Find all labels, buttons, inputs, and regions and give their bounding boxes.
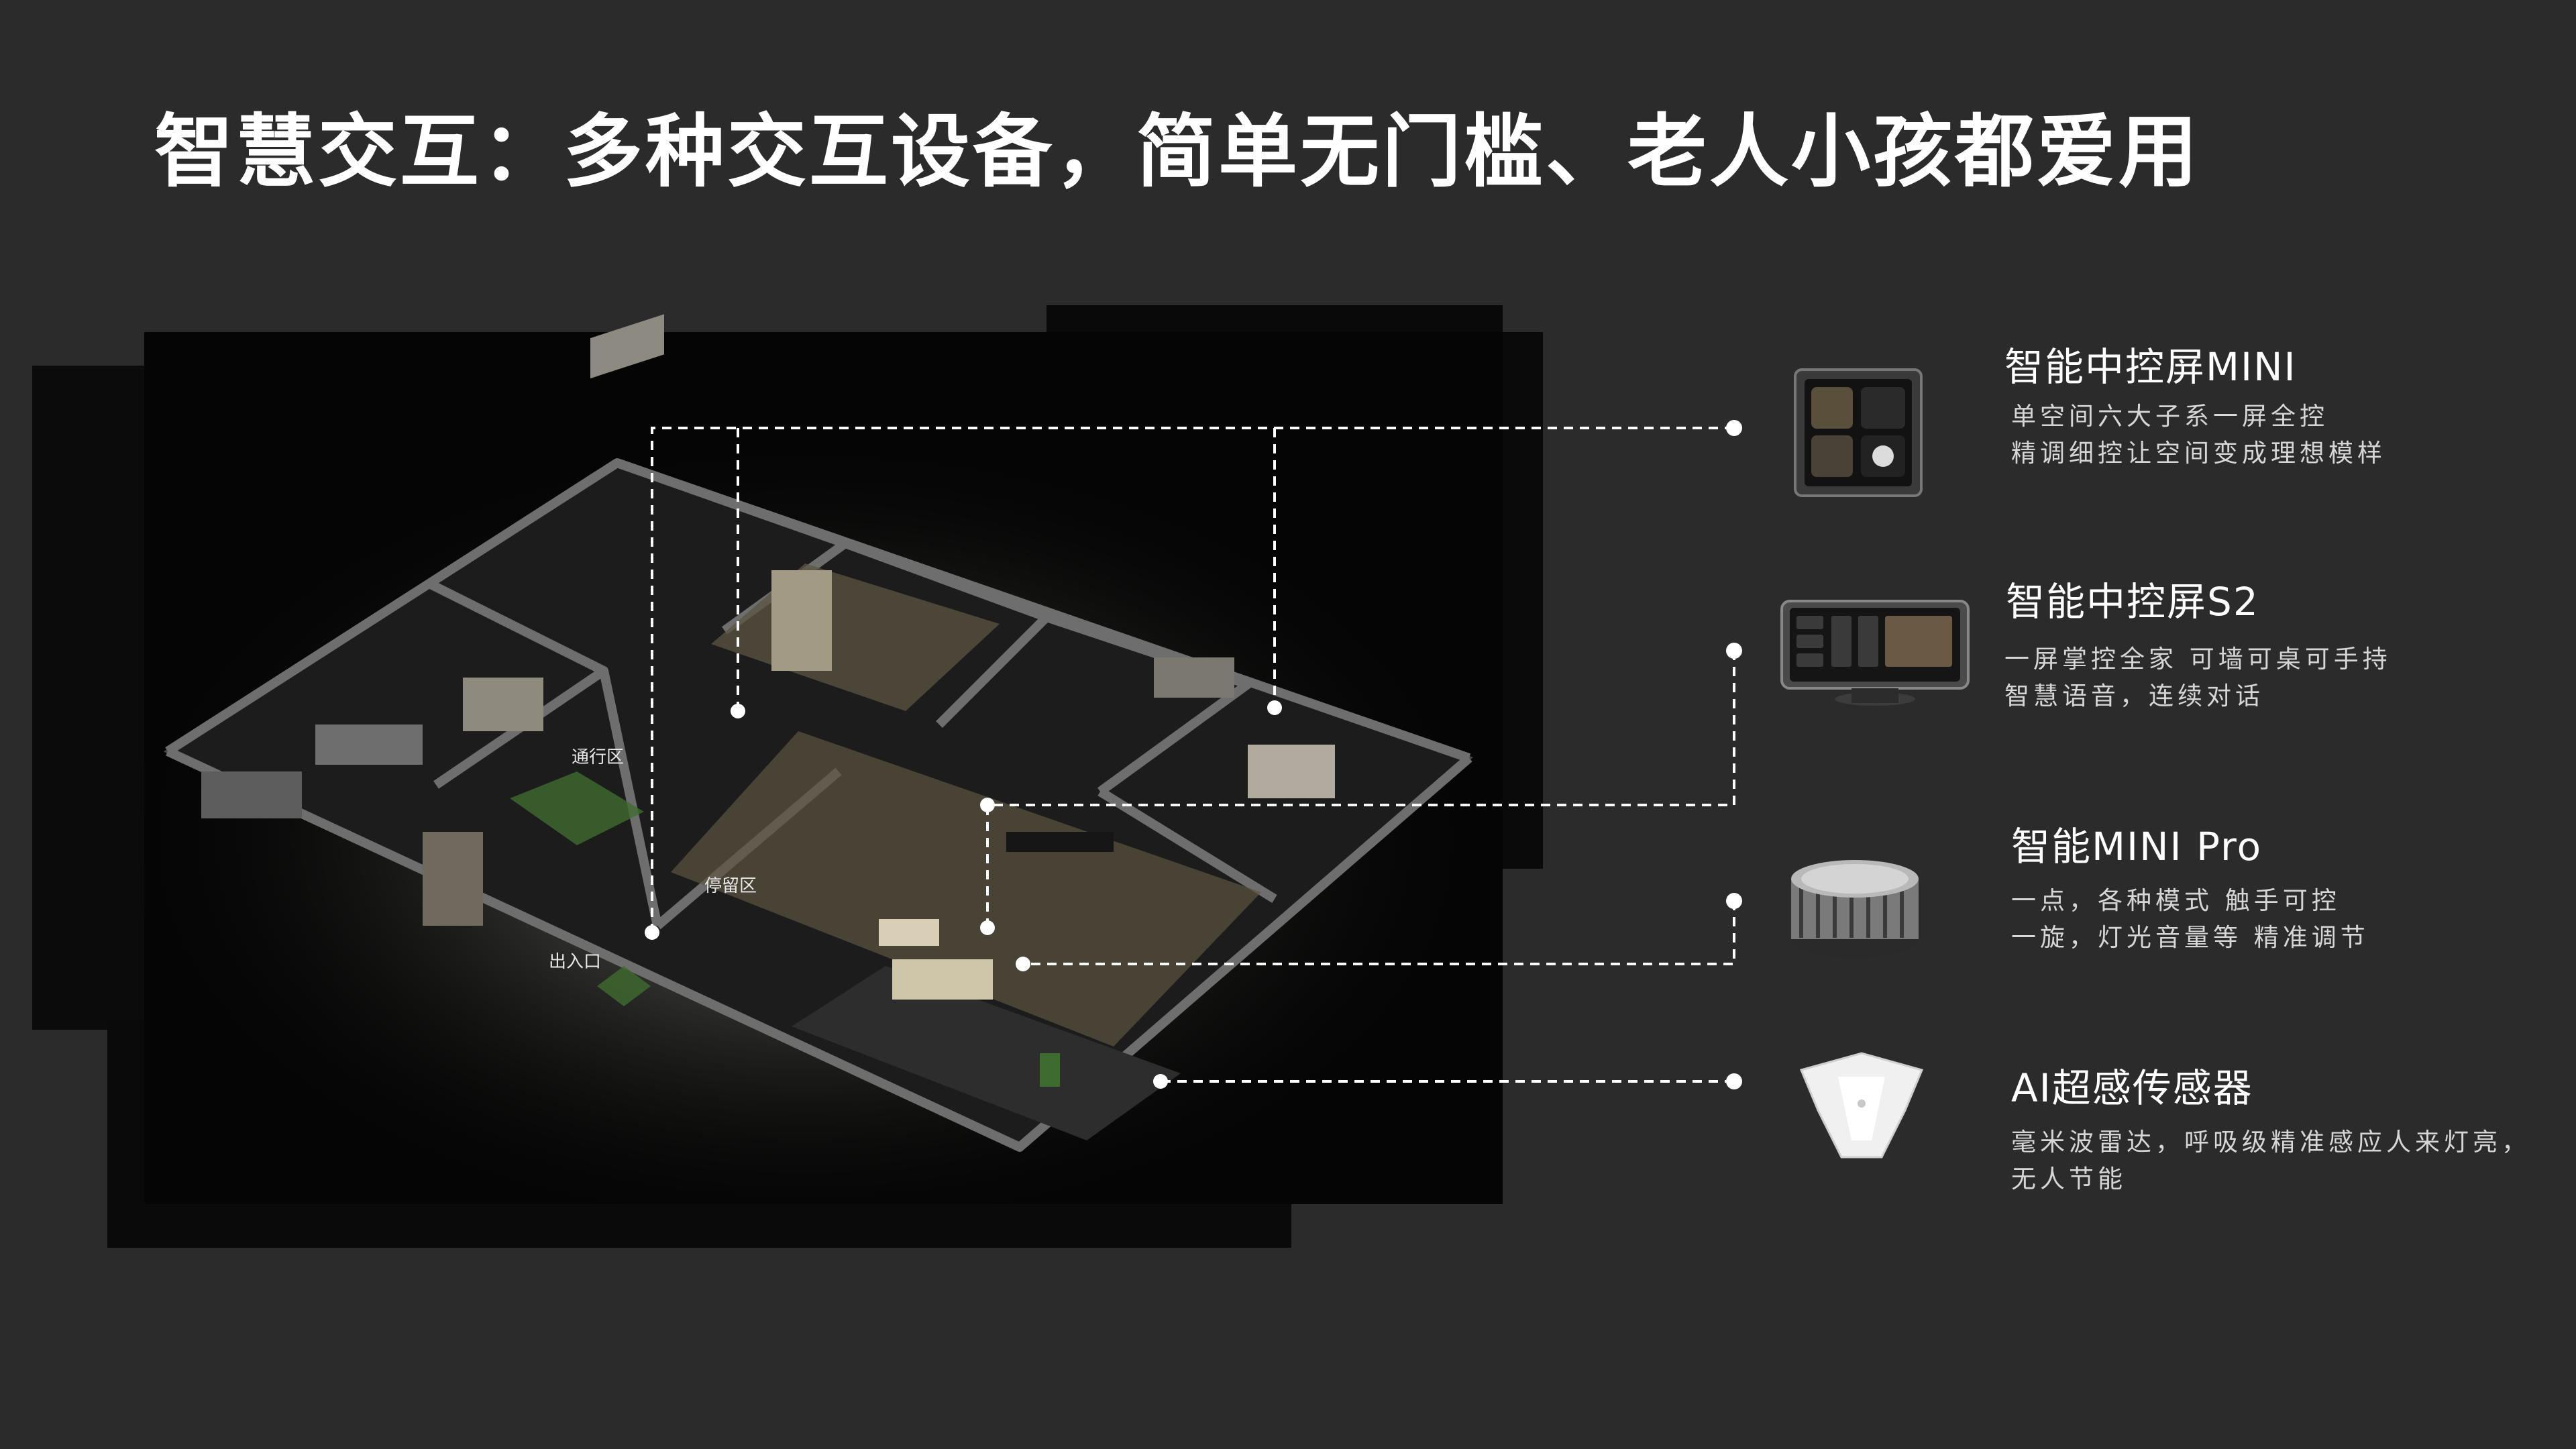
device-desc-sensor-1: 毫米波雷达，呼吸级精准感应人来灯亮， [2011,1128,2530,1157]
connector-dot [1726,1073,1742,1089]
connector-dot [980,920,995,935]
connector-dot [731,704,745,718]
page-title: 智慧交互：多种交互设备，简单无门槛、老人小孩都爱用 [154,105,2201,198]
device-desc-s2-2: 智慧语音，连续对话 [2004,682,2264,710]
connector-dot [980,798,995,812]
connector-dot [1726,893,1742,909]
zone-label-passage: 通行区 [572,747,625,767]
device-desc-sensor-2: 无人节能 [2011,1165,2127,1193]
connector-s2 [986,651,1735,928]
connector-dot [1153,1074,1168,1089]
zone-highlight-center [671,731,1261,1046]
device-desc-mini-1: 单空间六大子系一屏全控 [2011,402,2328,431]
zone-label-stay: 停留区 [704,876,757,896]
device-desc-mini-2: 精调细控让空间变成理想模样 [2011,439,2386,468]
sensor-icon [1799,1052,1924,1159]
device-name-mini: 智能中控屏MINI [2004,344,2297,390]
zone-label-entrance: 出入口 [549,952,602,972]
connector-mini [651,427,1734,932]
device-name-minipro: 智能MINI Pro [2011,824,2263,869]
panel-back-right [1503,332,1543,869]
device-name-s2: 智能中控屏S2 [2006,579,2259,625]
connector-minipro [1023,901,1735,965]
tablet-stand-icon [1780,600,1970,706]
wall-panel-icon [1794,368,1923,497]
rug [792,966,1181,1140]
zone-entrance-green [597,966,651,1006]
device-desc-minipro-2: 一旋，灯光音量等 精准调节 [2011,923,2369,952]
furniture [201,314,1335,1087]
device-desc-minipro-1: 一点，各种模式 触手可控 [2011,886,2341,915]
connector-dot [1016,957,1030,971]
connector-dot [1726,420,1742,436]
knob-icon [1791,860,1919,958]
device-name-sensor: AI超感传感器 [2011,1065,2253,1111]
connector-dot [1267,700,1282,715]
device-desc-s2-1: 一屏掌控全家 可墙可桌可手持 [2004,645,2392,674]
connector-dot [1726,643,1742,659]
zone-passage-green [510,771,644,845]
connector-dot [645,925,659,940]
